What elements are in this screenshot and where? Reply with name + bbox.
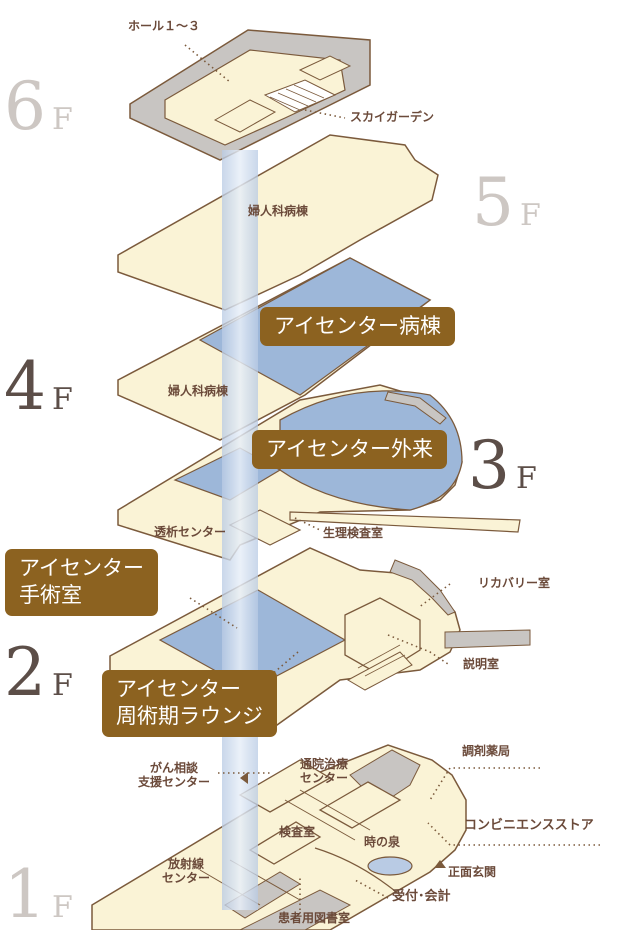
label-gyne-ward-5f: 婦人科病棟 — [248, 204, 309, 218]
label-hall: ホール１～３ — [128, 19, 201, 33]
label-explanation-room: 説明室 — [463, 657, 500, 671]
label-main-entrance: 正面玄関 — [448, 865, 497, 879]
label-patient-library: 患者用図書室 — [278, 911, 351, 925]
label-physiology-lab: 生理検査室 — [323, 526, 384, 540]
label-cancer-support-center: がん相談 支援センター — [138, 761, 211, 789]
label-dialysis-center: 透析センター — [154, 525, 227, 539]
arrow-up-icon — [434, 860, 446, 868]
arrow-left-icon — [240, 772, 248, 784]
label-reception: 受付･会計 — [392, 889, 451, 904]
label-outpatient-treatment-center: 通院治療 センター — [300, 757, 349, 785]
label-sky-garden: スカイガーデン — [350, 110, 435, 124]
label-exam-room: 検査室 — [279, 825, 316, 839]
floor-5f-plate — [117, 134, 439, 311]
label-gyne-ward-4f: 婦人科病棟 — [168, 384, 229, 398]
leader-lines — [184, 44, 600, 910]
label-radiation-center: 放射線 センター — [162, 857, 211, 885]
floor-1f-plate — [91, 744, 467, 930]
label-fountain: 時の泉 — [364, 835, 401, 849]
callout-eye-center-outpatient: アイセンター外来 — [252, 430, 447, 470]
callout-eye-center-ward: アイセンター病棟 — [260, 307, 455, 347]
label-pharmacy: 調剤薬局 — [462, 744, 511, 758]
label-recovery-room: リカバリー室 — [478, 576, 551, 590]
elevator-shaft — [222, 150, 258, 910]
floor-6f-plate — [129, 29, 371, 161]
label-convenience-store: コンビニエンスストア — [464, 818, 594, 833]
callout-eye-center-lounge: アイセンター 周術期ラウンジ — [102, 670, 277, 737]
callout-eye-center-surgery: アイセンター 手術室 — [5, 549, 158, 616]
